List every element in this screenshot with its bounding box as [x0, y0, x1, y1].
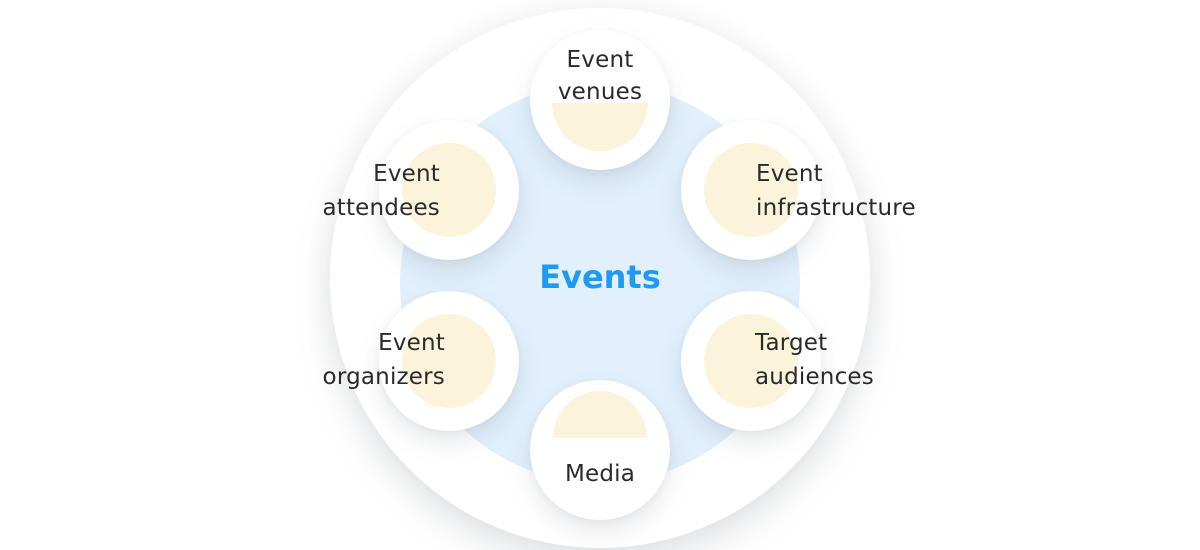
label-line: Event	[566, 47, 634, 73]
node-circle-event-infrastructure	[681, 120, 821, 260]
node-dot-media	[553, 391, 647, 438]
label-line: Target	[755, 330, 828, 356]
label-line: Event	[378, 330, 445, 356]
node-circle-event-organizers	[379, 291, 519, 431]
label-line: Media	[564, 461, 636, 487]
node-circle-event-venues	[530, 30, 670, 170]
node-label-event-organizers: Event organizers	[145, 326, 445, 394]
node-label-target-audiences: Target audiences	[755, 326, 1075, 394]
label-line: attendees	[322, 195, 440, 221]
node-circle-target-audiences	[681, 291, 821, 431]
node-label-event-infrastructure: Event infrastructure	[756, 157, 1076, 225]
node-label-event-attendees: Event attendees	[140, 157, 440, 225]
node-circle-event-attendees	[379, 120, 519, 260]
center-label: Events	[539, 258, 661, 296]
node-dot-event-infrastructure	[704, 143, 798, 237]
node-dot-event-attendees	[402, 143, 496, 237]
label-line: venues	[557, 79, 643, 105]
label-line: audiences	[755, 364, 874, 390]
label-line: Event	[756, 161, 823, 187]
label-line: Event	[373, 161, 440, 187]
label-line: organizers	[322, 364, 445, 390]
node-dot-target-audiences	[704, 314, 798, 408]
label-line: infrastructure	[756, 195, 916, 221]
node-label-event-venues: Event venues	[510, 44, 690, 108]
node-label-media: Media	[505, 458, 695, 490]
node-circle-media	[530, 380, 670, 520]
node-dot-event-venues	[552, 103, 648, 151]
node-dot-event-organizers	[402, 314, 496, 408]
